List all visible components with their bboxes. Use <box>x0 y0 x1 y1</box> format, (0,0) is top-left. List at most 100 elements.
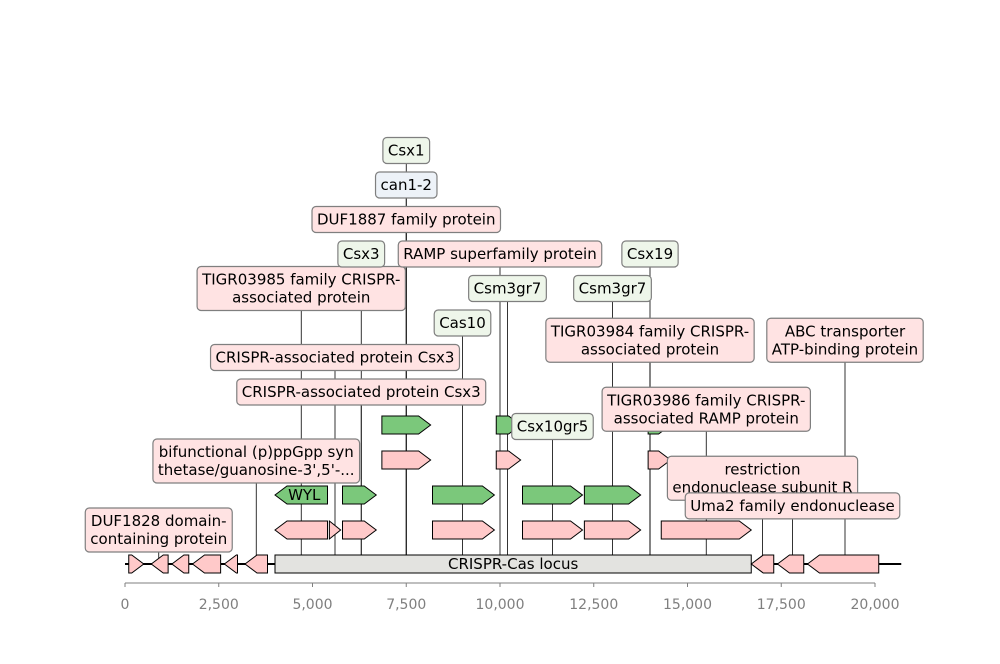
gene-arrow <box>342 520 378 540</box>
annotation-text: Csm3gr7 <box>474 280 542 298</box>
gene-arrow <box>750 554 775 574</box>
annotation-text: associated RAMP protein <box>614 409 799 427</box>
annotation-text: Csx3 <box>343 245 380 263</box>
annotation-label: Csm3gr7 <box>468 274 547 303</box>
annotation-label: Csx19 <box>621 240 679 268</box>
annotation-text: thetase/guanosine-3',5'-... <box>158 461 355 479</box>
annotation-text: containing protein <box>90 530 227 548</box>
annotation-box <box>468 274 547 303</box>
annotation-box <box>152 438 361 484</box>
annotation-label: Csm3gr7 <box>573 274 652 303</box>
axis-tick-label: 17,500 <box>757 597 806 613</box>
gene-arrow <box>328 519 342 541</box>
gene-arrow <box>660 520 753 540</box>
gene-arrow <box>128 554 145 574</box>
annotation-box <box>511 412 594 441</box>
annotation-text: endonuclease subunit R <box>672 478 852 496</box>
axis-tick-label: 7,500 <box>386 597 426 613</box>
annotation-text: Csx19 <box>627 245 673 263</box>
annotation-text: TIGR03985 family CRISPR- <box>201 271 400 289</box>
axis-tick-label: 12,500 <box>569 597 618 613</box>
annotation-label: Uma2 family endonuclease <box>684 492 901 520</box>
annotation-box <box>374 171 438 199</box>
annotation-text: bifunctional (p)ppGpp syn <box>159 443 354 461</box>
axis-tick-label: 2,500 <box>199 597 239 613</box>
gene-arrow <box>274 520 328 540</box>
locus-label: CRISPR-Cas locus <box>448 555 578 573</box>
annotation-box <box>209 343 461 372</box>
annotation-text: CRISPR-associated protein Csx3 <box>242 383 481 401</box>
gene-arrow <box>223 554 238 574</box>
annotation-label: CRISPR-associated protein Csx3 <box>236 378 487 406</box>
axis-tick-label: 5,000 <box>292 597 332 613</box>
annotation-label: Cas10 <box>433 309 492 337</box>
gene-arrow <box>432 485 496 505</box>
gene-arrow <box>191 554 222 574</box>
annotation-label: DUF1828 domain-containing protein <box>84 507 233 553</box>
gene-arrow <box>776 554 805 574</box>
axis-tick-label: 0 <box>121 597 130 613</box>
annotation-text: TIGR03986 family CRISPR- <box>606 391 805 409</box>
annotation-text: Csm3gr7 <box>579 280 647 298</box>
annotation-box <box>601 386 811 432</box>
gene-arrow <box>647 450 672 470</box>
gene-arrow <box>583 520 642 540</box>
annotation-label: Csx3 <box>337 240 386 268</box>
annotation-box <box>311 205 502 234</box>
annotation-label: TIGR03985 family CRISPR-associated prote… <box>196 265 406 312</box>
annotation-text: CRISPR-associated protein Csx3 <box>216 349 455 367</box>
annotation-box <box>196 265 406 312</box>
gene-arrow <box>171 554 190 574</box>
annotation-text: DUF1887 family protein <box>317 211 495 229</box>
gene-arrow <box>495 450 522 470</box>
annotation-label: TIGR03986 family CRISPR-associated RAMP … <box>601 386 811 432</box>
gene-arrow <box>583 485 642 505</box>
annotation-label: DUF1887 family protein <box>311 205 502 234</box>
annotation-text: Csx10gr5 <box>517 418 588 436</box>
annotation-box <box>337 240 386 268</box>
annotation-box <box>236 378 487 406</box>
annotation-box <box>573 274 652 303</box>
gene-arrow <box>274 485 328 505</box>
gene-arrow <box>806 554 880 574</box>
annotation-text: ATP-binding protein <box>772 340 918 358</box>
axis-tick-label: 20,000 <box>851 597 900 613</box>
annotation-box <box>433 309 492 337</box>
annotation-label: Csx10gr5 <box>511 412 594 441</box>
annotation-label: bifunctional (p)ppGpp synthetase/guanosi… <box>152 438 361 484</box>
annotation-text: TIGR03984 family CRISPR- <box>550 322 749 340</box>
annotation-label: RAMP superfamily protein <box>397 240 603 268</box>
annotation-text: Uma2 family endonuclease <box>690 497 895 515</box>
gene-label: WYL <box>288 486 321 504</box>
annotation-text: DUF1828 domain- <box>91 512 227 530</box>
gene-arrow <box>522 485 584 505</box>
annotation-text: Cas10 <box>439 314 486 332</box>
annotation-box <box>684 492 901 520</box>
gene-arrow <box>342 485 378 505</box>
gene-arrow <box>381 450 432 470</box>
axis-tick-label: 10,000 <box>476 597 525 613</box>
annotation-text: associated protein <box>581 340 719 358</box>
annotation-box <box>397 240 603 268</box>
x-axis: 0 2,500 5,000 7,500 10,000 12,500 15,000 17,500… <box>121 582 900 613</box>
gene-arrow <box>244 554 268 574</box>
annotation-label: can1-2 <box>374 171 438 199</box>
annotation-label: TIGR03984 family CRISPR-associated prote… <box>545 317 755 363</box>
gene-arrow <box>432 520 496 540</box>
annotation-label: CRISPR-associated protein Csx3 <box>209 343 461 372</box>
annotation-box <box>84 507 233 553</box>
annotation-text: can1-2 <box>381 176 432 194</box>
annotation-box <box>382 136 431 165</box>
annotation-text: RAMP superfamily protein <box>403 245 596 263</box>
annotation-text: associated protein <box>232 289 370 307</box>
axis-tick-label: 15,000 <box>663 597 712 613</box>
annotation-text: restriction <box>724 460 800 478</box>
annotation-labels: DUF1828 domain-containing protein bifunct… <box>84 136 924 553</box>
annotation-text: ABC transporter <box>785 322 906 340</box>
annotation-text: Csx1 <box>388 142 425 160</box>
annotation-box <box>545 317 755 363</box>
